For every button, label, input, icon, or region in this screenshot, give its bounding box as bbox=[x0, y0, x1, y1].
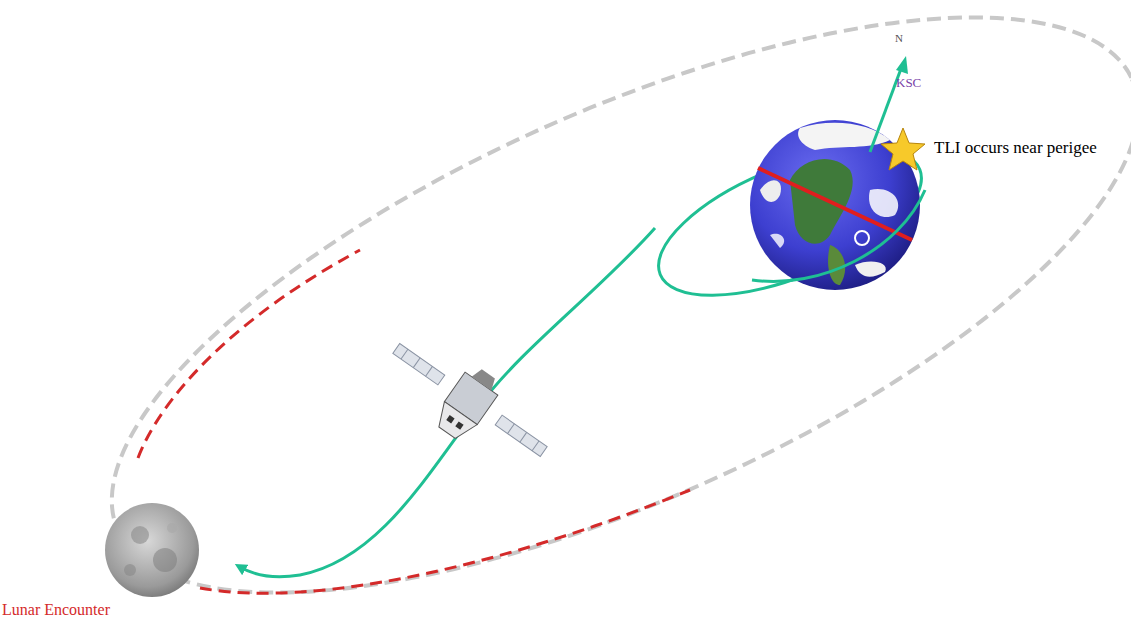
equator-line bbox=[758, 168, 912, 240]
parking-orbit bbox=[752, 190, 925, 282]
site-label: KSC bbox=[896, 76, 921, 90]
north-label: N bbox=[895, 32, 903, 44]
lunar-arc bbox=[138, 250, 360, 458]
body-label: Lunar Encounter bbox=[2, 601, 110, 619]
north-arrowhead bbox=[896, 56, 908, 74]
moon bbox=[105, 503, 199, 597]
translunar-trajectory bbox=[240, 228, 655, 577]
parking-orbit bbox=[640, 119, 941, 326]
annotation: TLI occurs near perigee bbox=[934, 139, 1097, 158]
ksc-star bbox=[881, 128, 925, 170]
lunar-orbit bbox=[39, 0, 1131, 632]
spacecraft bbox=[373, 322, 562, 484]
